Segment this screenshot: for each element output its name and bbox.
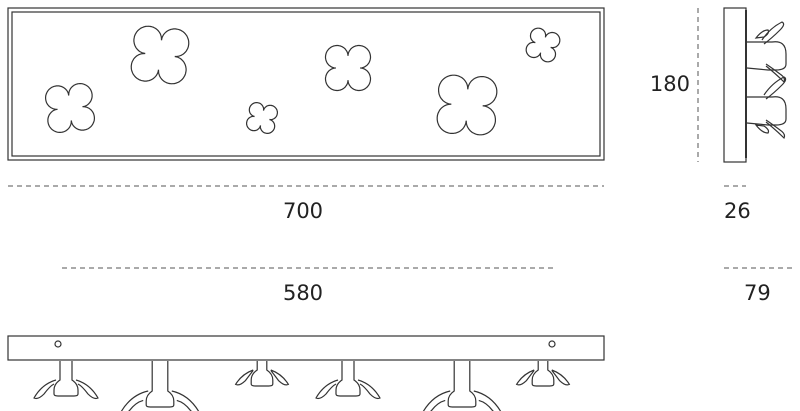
hook xyxy=(33,361,99,400)
front-view xyxy=(7,7,605,161)
panel-inner-frame xyxy=(11,11,601,157)
height-label: 180 xyxy=(650,72,690,96)
side-panel xyxy=(723,7,747,163)
bottom-view xyxy=(7,335,605,411)
clover-cutout xyxy=(525,27,561,63)
clover-cutout xyxy=(324,44,372,92)
screw-hole xyxy=(54,340,62,348)
hook-span-label: 580 xyxy=(283,281,323,305)
panel-outer-frame xyxy=(7,7,605,161)
hook xyxy=(234,361,290,387)
side-view: 180 xyxy=(650,7,787,163)
clover-cutout xyxy=(246,102,278,134)
clover-cutout xyxy=(436,74,498,136)
clover-cutout xyxy=(130,25,190,85)
clover-cutout xyxy=(45,83,95,133)
screw-hole xyxy=(548,340,556,348)
total-depth-label: 79 xyxy=(744,281,771,305)
hook xyxy=(120,361,200,411)
hook xyxy=(422,361,502,411)
width-label: 700 xyxy=(283,199,323,223)
hook xyxy=(515,361,571,387)
bottom-rail xyxy=(7,335,605,361)
side-hooks xyxy=(746,21,787,140)
hook xyxy=(315,361,381,400)
panel-depth-label: 26 xyxy=(724,199,751,223)
